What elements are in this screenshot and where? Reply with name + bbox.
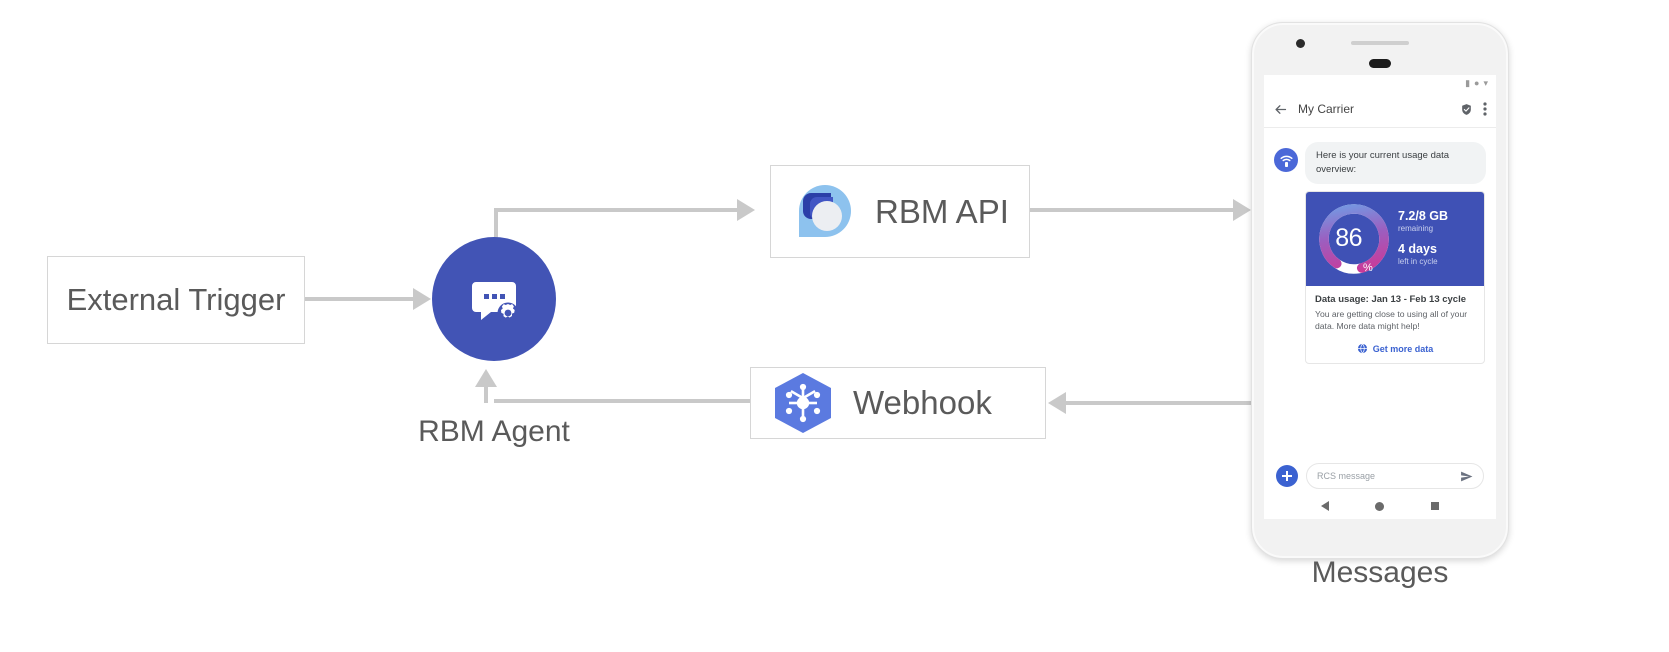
stat-cycle: 4 days left in cycle	[1398, 242, 1484, 267]
phone-camera-icon	[1296, 39, 1305, 48]
rbm-api-icon	[787, 175, 861, 249]
send-icon[interactable]	[1460, 470, 1473, 483]
connector-agent-up-from-webhook	[484, 386, 488, 403]
arrowhead-webhook-to-agent	[475, 369, 497, 387]
connector-api-to-phone	[1030, 208, 1235, 212]
more-vert-icon[interactable]	[1483, 102, 1487, 116]
stat-remaining-caption: remaining	[1398, 224, 1434, 234]
globe-icon	[1357, 343, 1368, 355]
stat-remaining: 7.2/8 GB remaining	[1398, 210, 1484, 234]
card-body: Data usage: Jan 13 - Feb 13 cycle You ar…	[1306, 286, 1484, 337]
rcs-message-placeholder: RCS message	[1317, 471, 1376, 481]
app-bar: My Carrier	[1264, 91, 1496, 128]
phone-screen: ▮ ● ▾ My Carrier	[1264, 75, 1496, 519]
card-description: You are getting close to using all of yo…	[1315, 308, 1468, 331]
status-bar: ▮ ● ▾	[1264, 75, 1496, 91]
external-trigger-label: External Trigger	[66, 282, 286, 317]
home-nav-icon[interactable]	[1375, 501, 1385, 511]
get-more-data-label: Get more data	[1372, 343, 1434, 354]
recents-nav-icon[interactable]	[1430, 502, 1439, 510]
arrowhead-trigger-to-agent	[413, 288, 431, 310]
back-nav-icon[interactable]	[1321, 501, 1330, 511]
rcs-message-input[interactable]: RCS message	[1306, 463, 1484, 489]
rbm-api-node[interactable]: RBM API	[770, 165, 1030, 258]
rbm-agent-node[interactable]	[432, 237, 556, 361]
webhook-label: Webhook	[853, 384, 992, 421]
stat-cycle-caption: left in cycle	[1398, 256, 1438, 266]
phone-device: ▮ ● ▾ My Carrier	[1251, 22, 1509, 559]
phone-earpiece	[1369, 59, 1391, 68]
card-title: Data usage: Jan 13 - Feb 13 cycle	[1315, 293, 1467, 305]
verified-shield-icon[interactable]	[1460, 103, 1473, 116]
card-hero: 86 % 7.2/8 GB remaining 4 days lef	[1306, 191, 1484, 286]
stat-remaining-value: 7.2/8 GB	[1398, 209, 1449, 224]
arrow-back-icon[interactable]	[1273, 102, 1288, 117]
app-bar-title: My Carrier	[1298, 102, 1354, 116]
connector-agent-to-api	[494, 208, 739, 212]
rbm-api-label: RBM API	[875, 192, 1009, 230]
gauge-value: 86	[1335, 224, 1363, 253]
arrowhead-api-to-phone	[1233, 199, 1251, 221]
connector-webhook-to-agent	[494, 399, 752, 403]
rich-card[interactable]: 86 % 7.2/8 GB remaining 4 days lef	[1305, 190, 1485, 365]
gauge-center-label: 86 %	[1314, 199, 1394, 279]
get-more-data-button[interactable]: Get more data	[1306, 336, 1484, 363]
chat-gear-icon	[463, 268, 525, 330]
battery-icon: ▾	[1483, 77, 1488, 88]
android-nav-bar	[1264, 493, 1496, 519]
cloud-functions-hexagon-icon	[767, 368, 839, 438]
stat-cycle-value: 4 days	[1398, 242, 1437, 257]
gauge-unit: %	[1363, 261, 1373, 274]
webhook-node[interactable]: Webhook	[750, 367, 1046, 439]
rbm-agent-label: RBM Agent	[418, 415, 570, 448]
connector-phone-to-webhook	[1065, 401, 1257, 405]
hero-stats: 7.2/8 GB remaining 4 days left in cycle	[1394, 210, 1484, 266]
message-composer: RCS message	[1264, 463, 1496, 489]
arrowhead-phone-to-webhook	[1048, 392, 1066, 414]
arrowhead-agent-to-api	[737, 199, 755, 221]
signal-icon: ▮	[1465, 77, 1471, 88]
phone-speaker-grille	[1351, 41, 1409, 45]
plus-icon[interactable]	[1276, 465, 1298, 487]
wifi-router-avatar-icon	[1274, 148, 1298, 172]
connector-agent-up	[494, 208, 498, 253]
wifi-icon: ●	[1474, 77, 1480, 88]
bot-message-bubble: Here is your current usage data overview…	[1305, 142, 1486, 184]
external-trigger-node[interactable]: External Trigger	[47, 256, 305, 344]
usage-gauge: 86 %	[1314, 199, 1394, 279]
connector-trigger-to-agent	[305, 297, 415, 301]
messages-label: Messages	[1311, 556, 1449, 589]
conversation-thread: Here is your current usage data overview…	[1264, 128, 1496, 365]
bot-message-row: Here is your current usage data overview…	[1274, 142, 1486, 184]
